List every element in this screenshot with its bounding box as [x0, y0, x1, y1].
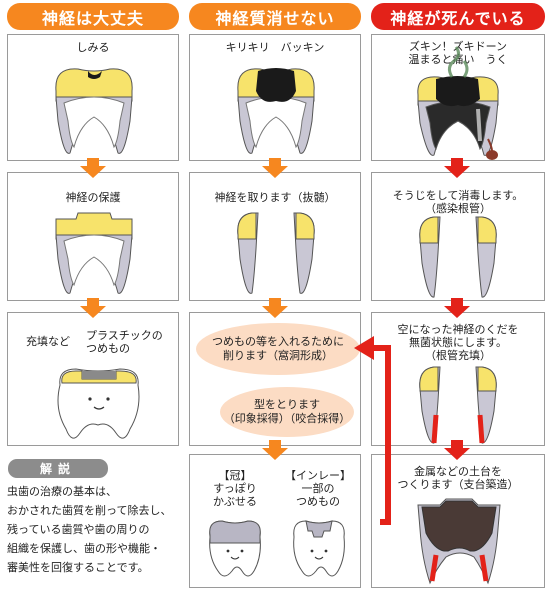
- col3-arrow-down-2: [444, 298, 470, 318]
- col2-step2-label: 神経を取ります（抜髄）: [214, 191, 336, 204]
- tooth-crown-illustration: [209, 520, 261, 577]
- col2-arrow-down-2: [262, 298, 288, 318]
- header-nerve-ok-label: 神経は大丈夫: [41, 8, 144, 28]
- col2-arrow-down-1: [262, 158, 288, 178]
- col2-step2-panel: 神経を取ります（抜髄）: [189, 172, 361, 301]
- col1-step1-label: しみる: [76, 41, 110, 54]
- col1-step3-label-left: 充填など: [26, 335, 70, 348]
- tooth-root-canal-filled-illustration: [419, 366, 497, 444]
- header-nerve-dead-label: 神経が死んでいる: [390, 8, 526, 28]
- col1-step3-panel: 充填など プラスチックの つめもの: [7, 312, 179, 446]
- tooth-decay-shallow-illustration: [55, 68, 133, 154]
- tooth-necrotic-pulp-illustration: [417, 46, 499, 160]
- col3-step4-panel: 金属などの土台を つくります（支台築造）: [371, 454, 545, 588]
- tooth-pulp-removed-illustration: [237, 212, 315, 294]
- col2-step1-panel: キリキリ バッキン: [189, 34, 361, 161]
- header-nerve-ok: 神経は大丈夫: [7, 3, 179, 30]
- tooth-inlay-illustration: [293, 520, 345, 577]
- col2-step4-label-inlay: 【インレー】 一部の つめもの: [285, 469, 351, 508]
- return-arrow-to-cavity-prep: [354, 336, 391, 525]
- tooth-core-buildup-illustration: [417, 498, 501, 585]
- col3-arrow-down-1: [444, 158, 470, 178]
- col2-step3-panel: つめもの等を入れるために 削ります（窩洞形成） 型をとります （印象採得）（咬合…: [189, 312, 361, 446]
- col1-step1-panel: しみる: [7, 34, 179, 161]
- col3-step3-label: 空になった神経のくだを 無菌状態にします。 （根管充填）: [397, 323, 519, 362]
- bubble-impression-taking: 型をとります （印象採得）（咬合採得）: [220, 387, 354, 437]
- tooth-decay-deep-illustration: [237, 68, 315, 154]
- col3-step3-panel: 空になった神経のくだを 無菌状態にします。 （根管充填）: [371, 312, 545, 446]
- col1-step2-panel: 神経の保護: [7, 172, 179, 301]
- tooth-protected-illustration: [55, 212, 133, 294]
- col3-step4-label: 金属などの土台を つくります（支台築造）: [397, 465, 519, 491]
- col2-step1-label: キリキリ バッキン: [225, 41, 325, 54]
- col3-step2-panel: そうじをして消毒します。 （感染根管）: [371, 172, 545, 301]
- col1-arrow-down-1: [80, 158, 106, 178]
- bubble-cavity-preparation: つめもの等を入れるために 削ります（窩洞形成）: [196, 323, 360, 375]
- explanation-body: 虫歯の治療の基本は、 おかされた歯質を削って除去し、 残っている歯質や歯の周りの…: [7, 485, 172, 574]
- col3-step2-label: そうじをして消毒します。 （感染根管）: [392, 189, 524, 215]
- col3-step1-panel: ズキン！ズキドーン 温まると痛い うく: [371, 34, 545, 161]
- col2-step4-panel: 【冠】 すっぽり かぶせる 【インレー】 一部の つめもの: [189, 454, 361, 588]
- tooth-with-plastic-filling-illustration: [57, 368, 140, 439]
- header-nerve-irreversible-label: 神経質消せない: [215, 8, 335, 28]
- col2-step4-label-crown: 【冠】 すっぽり かぶせる: [213, 469, 257, 508]
- col1-step3-label-right: プラスチックの つめもの: [86, 329, 163, 355]
- col2-arrow-down-3: [262, 440, 288, 460]
- col1-arrow-down-2: [80, 298, 106, 318]
- header-nerve-dead: 神経が死んでいる: [371, 3, 545, 30]
- header-nerve-irreversible: 神経質消せない: [189, 3, 361, 30]
- col1-step2-label: 神経の保護: [65, 191, 121, 204]
- tooth-root-canal-cleaned-illustration: [419, 216, 497, 298]
- col3-arrow-down-3: [444, 440, 470, 460]
- explanation-title: 解説: [8, 459, 108, 478]
